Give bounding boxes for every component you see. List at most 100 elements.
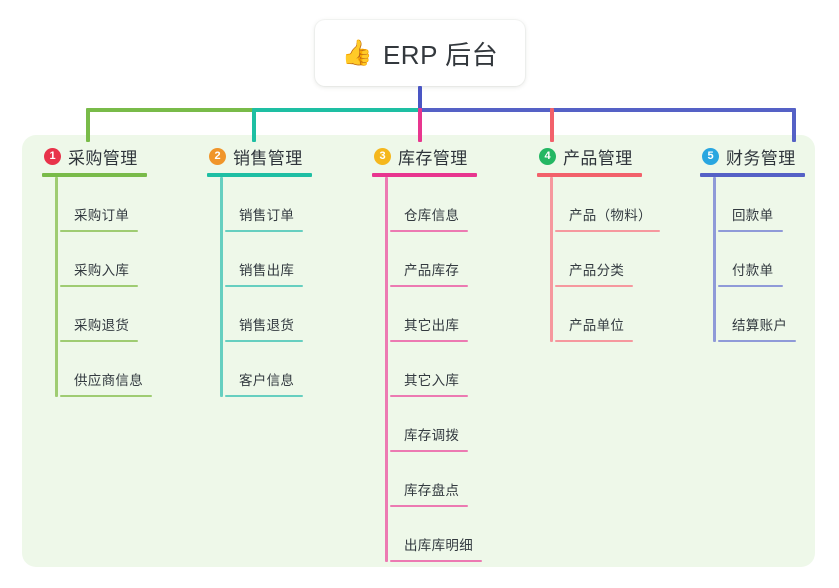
- leaf-node-underline: [718, 230, 783, 232]
- branch-title-inventory: 库存管理: [398, 148, 468, 168]
- leaf-node-underline: [555, 285, 633, 287]
- leaf-node[interactable]: 库存盘点: [390, 452, 482, 507]
- leaf-node[interactable]: 销售退货: [225, 287, 312, 342]
- leaf-node-label: 产品（物料）: [569, 208, 652, 223]
- drop-product: [550, 108, 554, 142]
- leaf-node[interactable]: 产品分类: [555, 232, 660, 287]
- thumbs-up-icon: 👍: [341, 38, 373, 67]
- drop-sales: [252, 108, 256, 142]
- leaf-node-label: 出库库明细: [404, 538, 473, 553]
- leaf-node[interactable]: 其它出库: [390, 287, 482, 342]
- branch-spine-finance: [713, 177, 716, 342]
- branch-items-inventory: 仓库信息产品库存其它出库其它入库库存调拨库存盘点出库库明细: [372, 177, 482, 562]
- leaf-node[interactable]: 销售订单: [225, 177, 312, 232]
- leaf-node-label: 库存盘点: [404, 483, 460, 498]
- leaf-node[interactable]: 产品库存: [390, 232, 482, 287]
- branch-items-product: 产品（物料） 产品分类产品单位: [537, 177, 660, 342]
- segment-teal: [253, 108, 421, 112]
- leaf-node-underline: [390, 230, 468, 232]
- leaf-node-underline: [718, 340, 796, 342]
- leaf-node-label: 库存调拨: [404, 428, 460, 443]
- branch-underline-finance: [700, 173, 805, 177]
- branch-items-finance: 回款单付款单结算账户: [700, 177, 805, 342]
- leaf-node-underline: [718, 285, 783, 287]
- root-node-title: ERP 后台: [382, 39, 499, 70]
- leaf-node-label: 销售订单: [239, 208, 295, 223]
- leaf-node-label: 产品单位: [569, 318, 625, 333]
- leaf-node-underline: [555, 230, 660, 232]
- leaf-node[interactable]: 其它入库: [390, 342, 482, 397]
- leaf-node-label: 供应商信息: [74, 373, 143, 388]
- leaf-node-underline: [390, 340, 468, 342]
- segment-green: [87, 108, 255, 112]
- branch-column-purchase: 1 采购管理采购订单采购入库采购退货供应商信息: [42, 143, 152, 397]
- leaf-node[interactable]: 产品单位: [555, 287, 660, 342]
- branch-title-finance: 财务管理: [726, 148, 796, 168]
- leaf-node-underline: [390, 395, 468, 397]
- leaf-node[interactable]: 出库库明细: [390, 507, 482, 562]
- leaf-node[interactable]: 结算账户: [718, 287, 805, 342]
- branch-column-product: 4 产品管理产品（物料） 产品分类产品单位: [537, 143, 660, 342]
- leaf-node[interactable]: 采购退货: [60, 287, 152, 342]
- leaf-node-underline: [225, 230, 303, 232]
- root-node-card[interactable]: 👍 ERP 后台: [315, 20, 525, 86]
- leaf-node[interactable]: 产品（物料）: [555, 177, 660, 232]
- leaf-node-label: 销售出库: [239, 263, 295, 278]
- branch-items-sales: 销售订单销售出库销售退货客户信息: [207, 177, 312, 397]
- root-stem-connector: [418, 86, 422, 110]
- branch-spine-purchase: [55, 177, 58, 397]
- leaf-node-underline: [225, 340, 303, 342]
- leaf-node-underline: [225, 395, 303, 397]
- branch-header-finance[interactable]: 5 财务管理: [700, 143, 805, 169]
- branch-underline-product: [537, 173, 642, 177]
- leaf-node-underline: [555, 340, 633, 342]
- leaf-node-label: 付款单: [732, 263, 774, 278]
- leaf-node-underline: [60, 395, 152, 397]
- leaf-node-underline: [390, 285, 468, 287]
- branch-items-purchase: 采购订单采购入库采购退货供应商信息: [42, 177, 152, 397]
- segment-blue: [419, 108, 795, 112]
- drop-purchase: [86, 108, 90, 142]
- branch-title-product: 产品管理: [563, 148, 633, 168]
- branch-title-purchase: 采购管理: [68, 148, 138, 168]
- leaf-node[interactable]: 采购入库: [60, 232, 152, 287]
- leaf-node[interactable]: 供应商信息: [60, 342, 152, 397]
- branch-title-sales: 销售管理: [233, 148, 303, 168]
- branch-spine-sales: [220, 177, 223, 397]
- leaf-node-label: 其它入库: [404, 373, 460, 388]
- leaf-node[interactable]: 采购订单: [60, 177, 152, 232]
- leaf-node-label: 仓库信息: [404, 208, 460, 223]
- branch-underline-inventory: [372, 173, 477, 177]
- branch-header-purchase[interactable]: 1 采购管理: [42, 143, 152, 169]
- leaf-node-underline: [390, 505, 468, 507]
- branch-badge-product: 4: [539, 147, 556, 165]
- drop-inventory: [418, 108, 422, 142]
- leaf-node[interactable]: 仓库信息: [390, 177, 482, 232]
- leaf-node[interactable]: 销售出库: [225, 232, 312, 287]
- branch-header-product[interactable]: 4 产品管理: [537, 143, 660, 169]
- leaf-node[interactable]: 客户信息: [225, 342, 312, 397]
- leaf-node-label: 采购订单: [74, 208, 130, 223]
- leaf-node-label: 销售退货: [239, 318, 295, 333]
- branch-header-inventory[interactable]: 3 库存管理: [372, 143, 482, 169]
- branch-badge-purchase: 1: [44, 147, 61, 165]
- leaf-node[interactable]: 库存调拨: [390, 397, 482, 452]
- leaf-node-underline: [390, 560, 482, 562]
- branch-spine-product: [550, 177, 553, 342]
- branch-spine-inventory: [385, 177, 388, 562]
- branch-column-finance: 5 财务管理回款单付款单结算账户: [700, 143, 805, 342]
- leaf-node[interactable]: 付款单: [718, 232, 805, 287]
- branch-badge-inventory: 3: [374, 147, 391, 165]
- leaf-node-underline: [225, 285, 303, 287]
- leaf-node-label: 采购入库: [74, 263, 130, 278]
- branch-underline-sales: [207, 173, 312, 177]
- branch-badge-finance: 5: [702, 147, 719, 165]
- drop-finance: [792, 108, 796, 142]
- leaf-node[interactable]: 回款单: [718, 177, 805, 232]
- leaf-node-label: 其它出库: [404, 318, 460, 333]
- leaf-node-underline: [390, 450, 468, 452]
- leaf-node-label: 客户信息: [239, 373, 295, 388]
- leaf-node-label: 产品库存: [404, 263, 460, 278]
